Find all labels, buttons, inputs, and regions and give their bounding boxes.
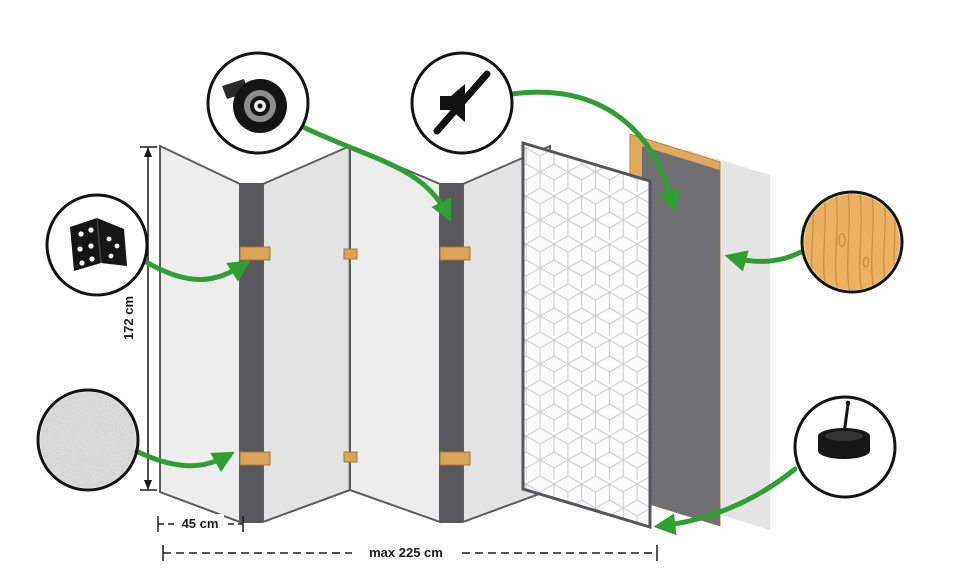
panel-2 <box>262 144 351 524</box>
hinge-hardware <box>343 451 358 463</box>
panel-edge-strip-2 <box>440 183 463 523</box>
arrow-hinge-to-fold <box>143 259 251 282</box>
callout-tape <box>206 51 310 155</box>
wood-grain-icon <box>804 194 900 290</box>
arrow-wood-to-frame <box>724 249 804 272</box>
panel-edge-strip-1 <box>240 183 263 523</box>
callout-arrows <box>133 89 804 536</box>
arrow-mute-to-felt-panel <box>509 89 681 213</box>
patterned-panel <box>521 140 652 530</box>
cube-pattern-face <box>521 140 652 530</box>
fleece-texture-icon <box>40 392 136 488</box>
hinge-hardware <box>439 246 471 261</box>
arrow-texture-to-panel <box>133 448 235 473</box>
arrow-tape-to-panel <box>300 124 452 222</box>
panel-width-label: 45 cm <box>182 516 219 531</box>
felt-panel-face <box>642 146 720 526</box>
callout-hinge <box>45 193 149 297</box>
max-width-label: max 225 cm <box>369 545 443 560</box>
felt-pad-icon <box>818 400 870 459</box>
height-dimension-label: 172 cm <box>121 296 136 340</box>
tape-roll-icon <box>222 79 287 133</box>
callout-pad <box>793 395 897 499</box>
callout-mute <box>410 51 514 155</box>
max-width-label-bg <box>352 543 460 562</box>
hinge-hardware <box>439 451 471 466</box>
hinges <box>239 246 471 466</box>
accordion-panels <box>159 144 551 524</box>
callout-wood <box>800 190 904 294</box>
callout-texture <box>36 388 140 492</box>
panel-3 <box>349 144 441 524</box>
hinge-icon <box>70 217 127 271</box>
panel-width-label-bg <box>176 514 224 532</box>
height-dimension <box>140 146 157 491</box>
arrow-pad-to-base <box>653 466 798 536</box>
hinge-hardware <box>239 246 271 261</box>
wood-frame-panel <box>629 133 721 527</box>
muted-speaker-icon <box>433 70 491 135</box>
hinge-hardware <box>343 248 358 260</box>
hinge-hardware <box>239 451 271 466</box>
